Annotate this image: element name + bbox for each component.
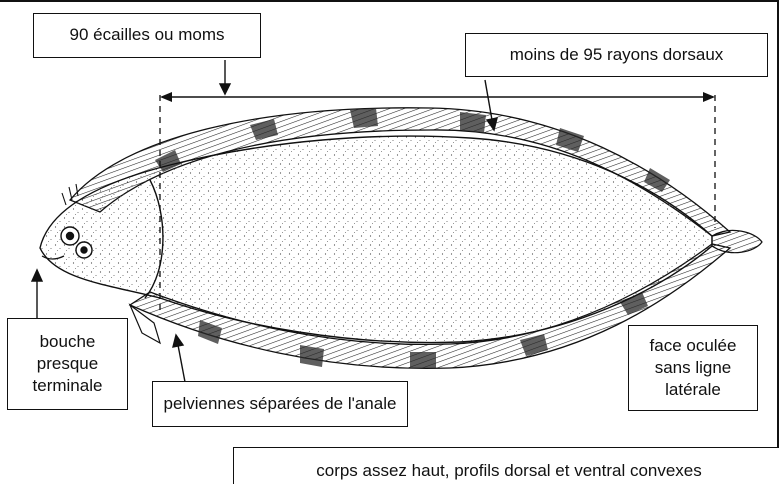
mouth-label: bouche presque terminale [7, 318, 128, 410]
measure-arrowhead-right [703, 92, 715, 102]
eyed-side-label: face oculée sans ligne latérale [628, 325, 758, 411]
caudal-fin [712, 230, 762, 252]
scales-count-label: 90 écailles ou moms [33, 13, 261, 58]
pelvic-fins-label: pelviennes séparées de l'anale [152, 381, 408, 427]
measure-arrowhead-left [160, 92, 172, 102]
dorsal-rays-label: moins de 95 rayons dorsaux [465, 33, 768, 77]
body-shape-label: corps assez haut, profils dorsal et vent… [233, 447, 779, 484]
